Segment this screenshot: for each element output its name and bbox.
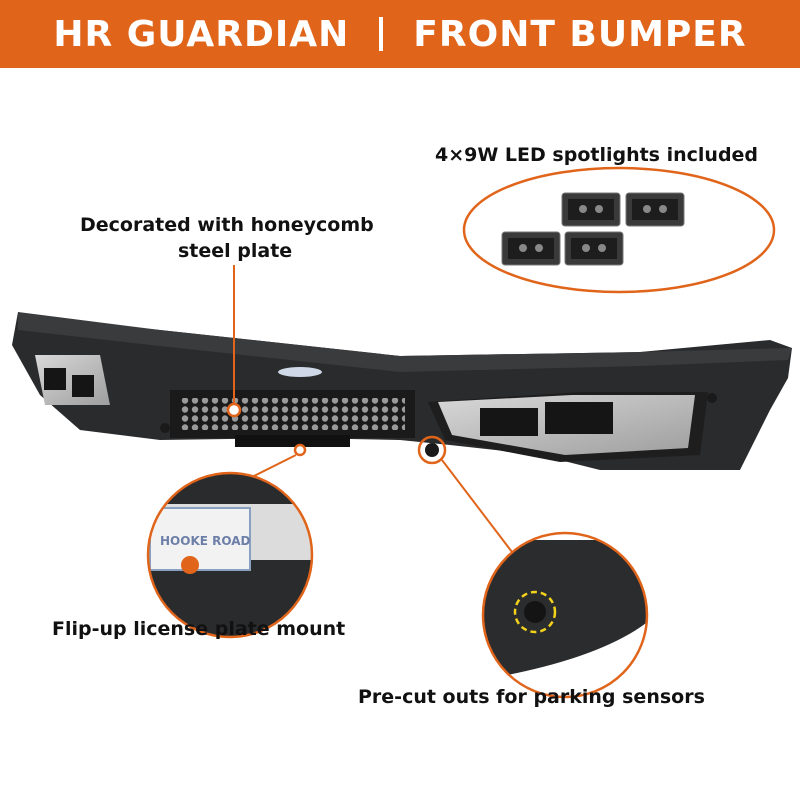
title-banner: HR GUARDIAN FRONT BUMPER — [0, 0, 800, 68]
sensor-leader-line — [441, 459, 513, 553]
license-label: Flip-up license plate mount — [52, 618, 346, 640]
license-leader-line — [249, 454, 297, 479]
sensors-label: Pre-cut outs for parking sensors — [358, 686, 705, 708]
honeycomb-label-line2: steel plate — [178, 240, 293, 262]
spotlights-ring — [462, 166, 776, 294]
license-plate-image: HOOKE ROAD — [146, 471, 314, 639]
svg-text:HOOKE ROAD: HOOKE ROAD — [160, 534, 251, 548]
banner-title-right: FRONT BUMPER — [413, 13, 747, 55]
parking-sensor-image — [481, 531, 649, 699]
spotlights-label: 4×9W LED spotlights included — [435, 144, 759, 166]
sensor-marker — [417, 435, 447, 465]
led-spotlight-icon — [501, 231, 561, 266]
honeycomb-label-line1: Decorated with honeycomb — [80, 214, 374, 236]
honeycomb-marker — [226, 402, 242, 418]
bumper-image — [12, 312, 792, 470]
led-spotlight-icon — [564, 231, 624, 266]
spotlights-group — [462, 166, 776, 294]
banner-separator — [379, 17, 384, 51]
license-marker — [293, 443, 307, 457]
banner-title-left: HR GUARDIAN — [53, 13, 350, 55]
led-spotlight-icon — [625, 192, 685, 227]
led-spotlight-icon — [561, 192, 621, 227]
